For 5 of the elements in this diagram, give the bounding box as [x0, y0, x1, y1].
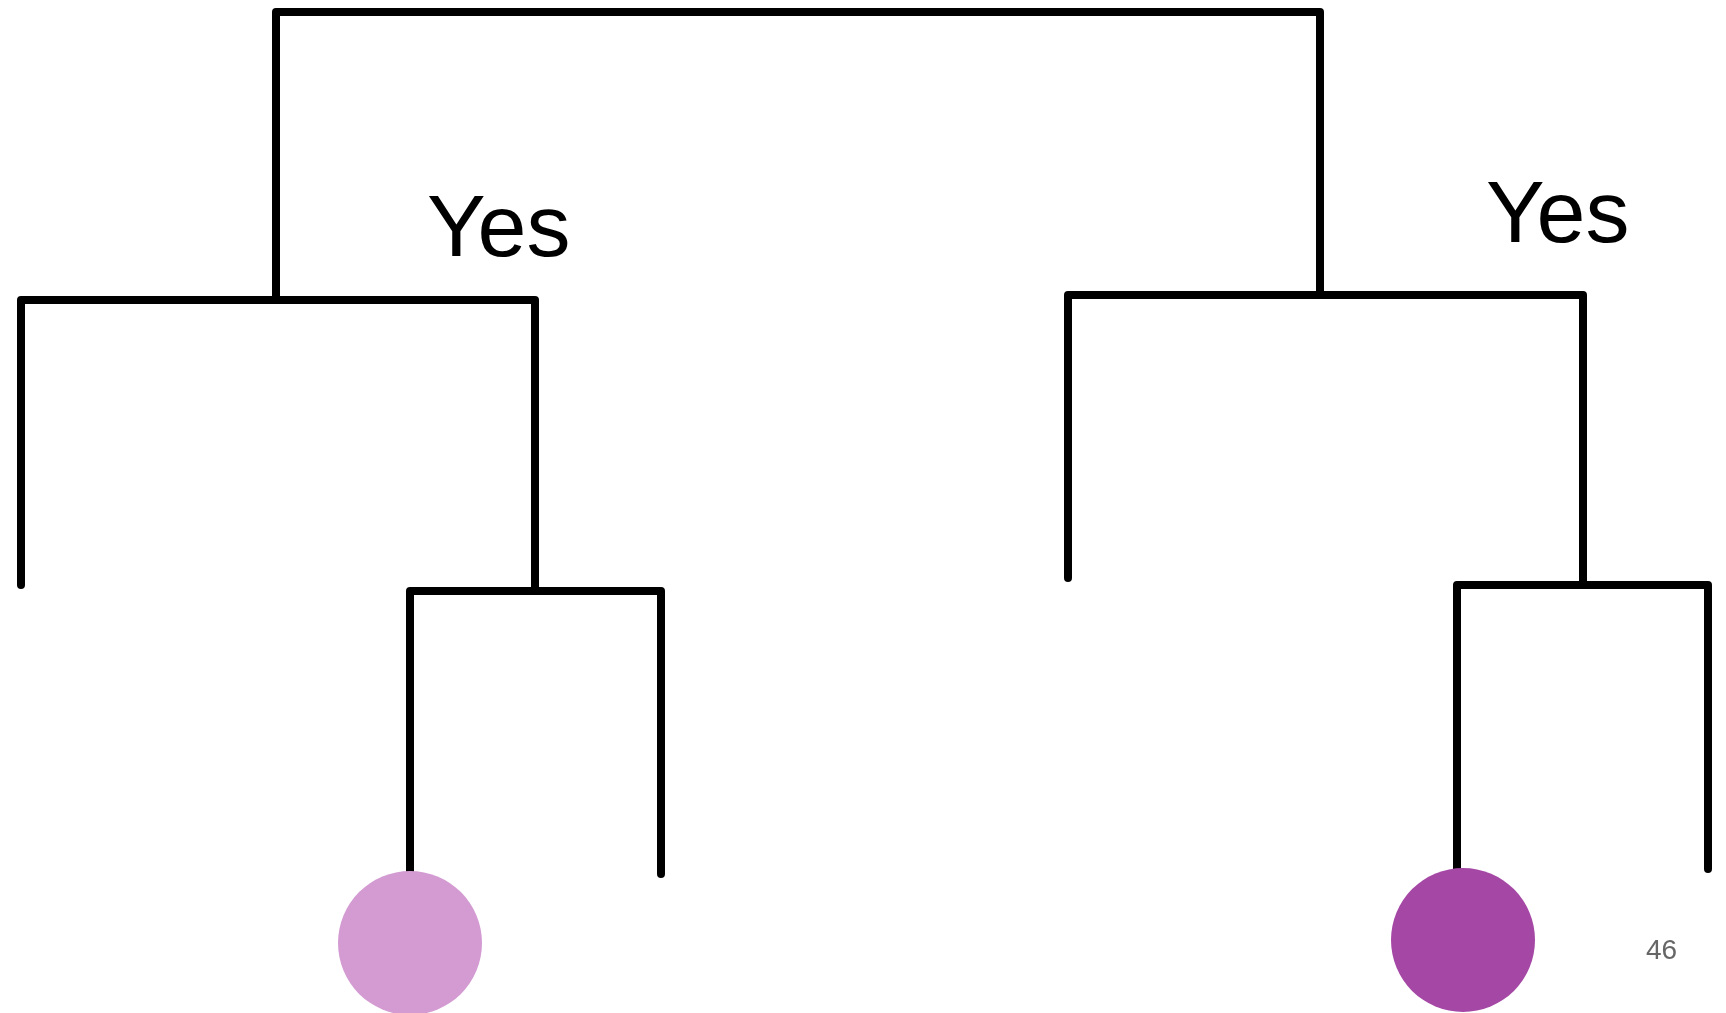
branch-line	[1453, 585, 1461, 870]
page-number: 46	[1646, 936, 1678, 964]
branch-line	[406, 591, 414, 873]
branch-label: Yes	[1486, 168, 1630, 256]
branch-label: Yes	[427, 182, 571, 270]
